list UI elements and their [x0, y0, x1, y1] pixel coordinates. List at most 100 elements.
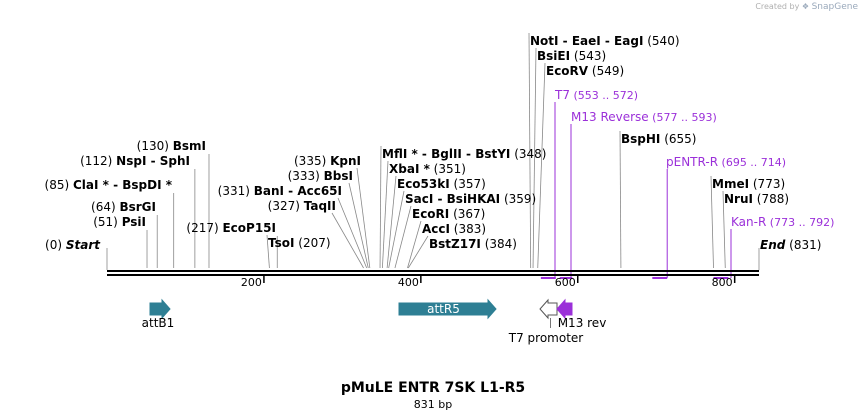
enzyme-site-saci-bsihkai: SacI - BsiHKAI (359) — [405, 192, 536, 206]
enzyme-site-xbai: XbaI * (351) — [389, 162, 466, 176]
primer-name: pENTR-R — [666, 155, 718, 169]
enzyme-leader-line — [386, 175, 397, 269]
enzyme-label: Eco53kI (357) — [397, 177, 486, 191]
enzyme-name: BanI - Acc65I — [254, 184, 342, 198]
enzyme-label: (51) PsiI — [93, 215, 146, 229]
enzyme-label: NotI - EaeI - EagI (540) — [530, 34, 680, 48]
enzyme-position: (543) — [570, 49, 606, 63]
primer-name: T7 — [554, 88, 570, 102]
enzyme-position: (333) — [288, 169, 324, 183]
primer-range: (553 .. 572) — [570, 89, 638, 102]
feature-m13-rev: M13 rev — [556, 298, 607, 330]
ruler-tick-label: 600 — [555, 276, 576, 289]
enzyme-position: (540) — [643, 34, 679, 48]
enzyme-label: EcoRI (367) — [412, 207, 485, 221]
enzyme-label: XbaI * (351) — [389, 162, 466, 176]
enzyme-label: SacI - BsiHKAI (359) — [405, 192, 536, 206]
enzyme-label: (112) NspI - SphI — [80, 154, 190, 168]
enzyme-name: BsiEI — [537, 49, 570, 63]
enzyme-name: NotI - EaeI - EagI — [530, 34, 643, 48]
enzyme-position: (85) — [45, 178, 73, 192]
enzyme-position: (348) — [510, 147, 546, 161]
enzyme-site-bsiei: BsiEI (543) — [537, 49, 606, 63]
enzyme-site-bani-acc65i: (331) BanI - Acc65I — [218, 184, 342, 198]
enzyme-name: MflI * - BglII - BstYI — [382, 147, 510, 161]
enzyme-position: (788) — [753, 192, 789, 206]
enzyme-label: (333) BbsI — [288, 169, 353, 183]
plasmid-linear-map: (51) PsiI(64) BsrGI (85) ClaI * - BspDI *… — [45, 32, 835, 345]
enzyme-label: (331) BanI - Acc65I — [218, 184, 342, 198]
enzyme-leader-line — [381, 160, 389, 269]
enzyme-name: PsiI — [122, 215, 146, 229]
enzyme-label: (64) BsrGI — [91, 200, 156, 214]
enzyme-label: EcoRV (549) — [546, 64, 624, 78]
primer-range: (773 .. 792) — [766, 216, 834, 229]
enzyme-label: BspHI (655) — [621, 132, 696, 146]
enzyme-site-tsoi: TsoI (207) — [268, 236, 331, 250]
feature-attb1: attB1 — [142, 298, 174, 330]
enzyme-position: (130) — [137, 139, 173, 153]
enzyme-name: TaqII — [304, 199, 336, 213]
enzyme-name: EcoP15I — [222, 221, 276, 235]
enzyme-leader-line — [537, 62, 546, 269]
enzyme-position: (655) — [660, 132, 696, 146]
enzyme-leader-line — [407, 220, 422, 269]
enzyme-position: (327) — [268, 199, 304, 213]
enzyme-site-taqii: (327) TaqII — [268, 199, 336, 213]
enzyme-position: (384) — [481, 237, 517, 251]
ruler-tick-label: 200 — [241, 276, 262, 289]
enzyme-site-eco53ki: Eco53kI (357) — [397, 177, 486, 191]
sequence-backbone — [107, 270, 759, 276]
enzyme-site-ecop15i: (217) EcoP15I — [186, 221, 276, 235]
enzyme-name: MmeI — [712, 177, 749, 191]
enzyme-name: XbaI * — [389, 162, 431, 176]
cut-site-leaders — [106, 32, 760, 279]
sequence-end-end: End (831) — [760, 238, 821, 252]
primer-range: (695 .. 714) — [718, 156, 786, 169]
enzyme-site-bsmi: (130) BsmI — [137, 139, 206, 153]
enzyme-site-bsphi: BspHI (655) — [621, 132, 696, 146]
enzyme-site-ecori: EcoRI (367) — [412, 207, 485, 221]
enzyme-position: (773) — [749, 177, 785, 191]
enzyme-site-noti-eaei-eagi: NotI - EaeI - EagI (540) — [530, 34, 680, 48]
enzyme-site-bsrgi: (64) BsrGI — [91, 200, 156, 214]
enzyme-name: EcoRV — [546, 64, 589, 78]
feature-arrow — [398, 298, 497, 320]
enzyme-leader-line — [619, 130, 622, 269]
enzyme-site-bbsi: (333) BbsI — [288, 169, 353, 183]
enzyme-leader-line — [331, 212, 364, 269]
enzyme-label: BstZ17I (384) — [429, 237, 517, 251]
site-labels: (51) PsiI(64) BsrGI (85) ClaI * - BspDI *… — [45, 34, 835, 252]
primer-t7: T7 (553 .. 572) — [554, 88, 638, 102]
enzyme-name: BstZ17I — [429, 237, 481, 251]
enzyme-label: (327) TaqII — [268, 199, 336, 213]
ruler-tick-label: 400 — [398, 276, 419, 289]
enzyme-label: TsoI (207) — [268, 236, 331, 250]
enzyme-position: (549) — [588, 64, 624, 78]
end-name: Start — [66, 238, 101, 252]
enzyme-name: TsoI — [268, 236, 294, 250]
enzyme-leader-line — [388, 190, 405, 269]
enzyme-label: (335) KpnI — [294, 154, 361, 168]
enzyme-label: BsiEI (543) — [537, 49, 606, 63]
primer-m13-reverse: M13 Reverse (577 .. 593) — [571, 110, 717, 124]
enzyme-name: SacI - BsiHKAI — [405, 192, 500, 206]
enzyme-leader-line — [348, 182, 369, 269]
enzyme-site-clai-bspdi: (85) ClaI * - BspDI * — [45, 178, 173, 192]
watermark-brand: SnapGene — [811, 2, 858, 12]
enzyme-site-psii: (51) PsiI — [93, 215, 146, 229]
enzyme-label: MflI * - BglII - BstYI (348) — [382, 147, 546, 161]
enzyme-name: BsmI — [173, 139, 206, 153]
enzyme-position: (207) — [294, 236, 330, 250]
primer-range: (577 .. 593) — [649, 111, 717, 124]
watermark-prefix: Created by — [755, 2, 800, 11]
primer-name: Kan-R — [731, 215, 766, 229]
enzyme-name: ClaI * - BspDI * — [73, 178, 173, 192]
plasmid-length: 831 bp — [413, 398, 453, 411]
enzyme-label: MmeI (773) — [712, 177, 785, 191]
enzyme-position: (351) — [430, 162, 466, 176]
enzyme-leader-line — [379, 145, 382, 269]
enzyme-name: BspHI — [621, 132, 660, 146]
feature-label: M13 rev — [558, 316, 607, 330]
